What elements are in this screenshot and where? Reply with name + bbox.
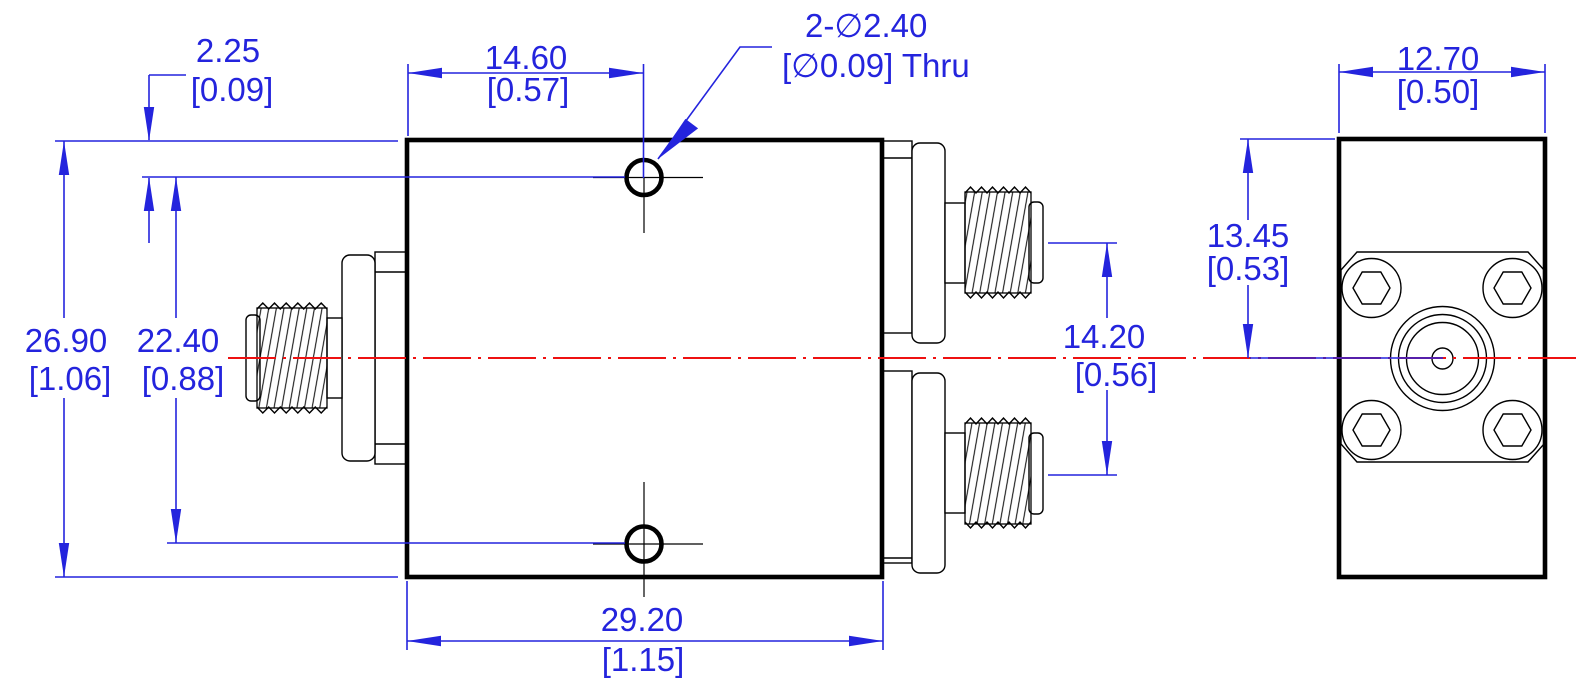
- dim-hole-offset: 2.25 [0.09]: [55, 32, 625, 243]
- output-top-nut: [911, 142, 946, 344]
- output-connector-top: [882, 140, 1044, 344]
- output-top-flange: [882, 140, 913, 334]
- output-bottom-nut: [911, 372, 946, 574]
- output-top-threads: [964, 185, 1032, 300]
- dim-side-width: 12.70 [0.50]: [1338, 40, 1546, 133]
- dim-hole-offset-inch: [0.09]: [191, 71, 274, 108]
- dim-body-height-inch: [1.06]: [29, 360, 112, 397]
- dim-hole-spacing-mm: 22.40: [137, 322, 220, 359]
- dim-body-width: 29.20 [1.15]: [406, 581, 884, 678]
- dim-side-width-mm: 12.70: [1397, 40, 1480, 77]
- front-view: [245, 137, 1044, 597]
- hole-callout-line1: 2-∅2.40: [805, 7, 927, 44]
- dim-side-width-inch: [0.50]: [1397, 73, 1480, 110]
- dim-center-height-mm: 13.45: [1207, 217, 1290, 254]
- hole-callout: 2-∅2.40 [∅0.09] Thru: [657, 7, 970, 160]
- bottom-mounting-hole: [593, 482, 703, 597]
- dim-hole-x: 14.60 [0.57]: [407, 39, 645, 178]
- dim-port-spacing: 14.20 [0.56]: [1048, 242, 1158, 476]
- dim-body-height: 26.90 [1.06]: [25, 141, 398, 578]
- dim-body-width-mm: 29.20: [601, 601, 684, 638]
- dim-center-height-inch: [0.53]: [1207, 250, 1290, 287]
- output-connector-bottom: [882, 370, 1044, 574]
- dim-center-height: 13.45 [0.53]: [1207, 138, 1443, 359]
- output-bottom-threads: [964, 416, 1032, 530]
- dim-hole-offset-mm: 2.25: [196, 32, 260, 69]
- dim-port-spacing-mm: 14.20: [1063, 318, 1146, 355]
- dim-body-height-mm: 26.90: [25, 322, 108, 359]
- output-bottom-neck: [944, 432, 966, 514]
- leader-arrowhead: [658, 118, 699, 159]
- dim-hole-x-mm: 14.60: [485, 39, 568, 76]
- dim-port-spacing-inch: [0.56]: [1075, 356, 1158, 393]
- dim-hole-x-inch: [0.57]: [487, 71, 570, 108]
- hole-callout-line2: [∅0.09] Thru: [782, 47, 970, 84]
- dim-hole-spacing-inch: [0.88]: [142, 360, 225, 397]
- dim-body-width-inch: [1.15]: [602, 641, 685, 678]
- output-bottom-flange: [882, 370, 913, 564]
- output-top-neck: [944, 202, 966, 284]
- dim-hole-spacing: 22.40 [0.88]: [137, 177, 625, 544]
- connector-flange-plate: [1340, 251, 1545, 463]
